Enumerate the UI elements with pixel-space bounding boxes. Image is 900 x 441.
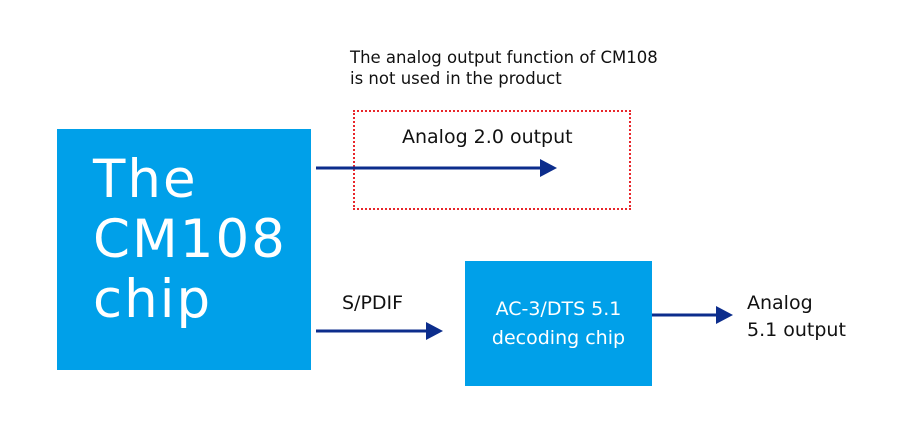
arrow-analog-2-0: [316, 159, 557, 177]
cm108-chip-block: [57, 129, 311, 370]
analog-2-0-output-label: Analog 2.0 output: [402, 126, 573, 148]
unused-output-note: The analog output function of CM108 is n…: [350, 48, 658, 88]
spdif-label: S/PDIF: [342, 292, 404, 314]
cm108-chip-label: The CM108 chip: [93, 149, 287, 330]
unused-output-dotted-box: [353, 110, 631, 210]
decoder-chip-block: AC-3/DTS 5.1 decoding chip: [465, 261, 652, 386]
arrow-spdif: [316, 322, 443, 340]
decoder-chip-label: AC-3/DTS 5.1 decoding chip: [491, 297, 626, 349]
analog-5-1-output-label: Analog 5.1 output: [747, 292, 846, 341]
arrow-analog-5-1: [652, 306, 733, 324]
